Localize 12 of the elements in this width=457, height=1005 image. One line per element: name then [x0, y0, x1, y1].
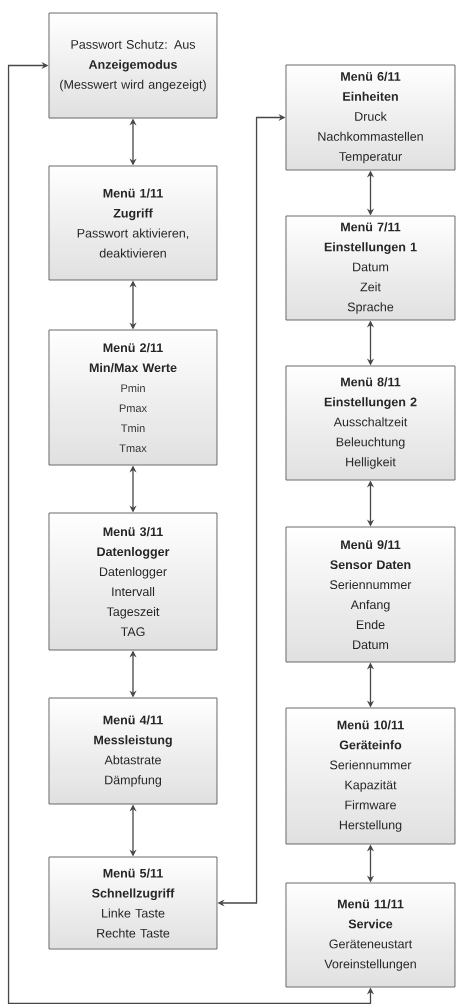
menu-box: Menü 3/11 Datenlogger Datenlogger Intervall Tageszeit TAG — [48, 512, 218, 651]
menu-box: Menü 1/11 Zugriff Passwort aktivieren, deaktivieren — [48, 165, 218, 281]
menu-box: Menü 8/11 Einstellungen 2 Ausschaltzeit Beleuchtung Helligkeit — [285, 365, 456, 481]
menu-box: Menü 5/11 Schnellzugriff Linke Taste Rechte Taste — [48, 856, 218, 950]
menu-box: Menü 4/11 Messleistung Abtastrate Dämpfung — [48, 697, 218, 805]
menu-box: Menü 6/11 Einheiten Druck Nachkommastellen Temperatur — [285, 64, 456, 171]
menu-box: Menü 9/11 Sensor Daten Seriennummer Anfang Ende Datum — [285, 526, 456, 663]
menu-box: Passwort Schutz: Aus Anzeigemodus (Messwert wird angezeigt) — [48, 12, 218, 119]
menu-box: Menü 10/11 Geräteinfo Seriennummer Kapazität Firmware Herstellung — [285, 707, 456, 845]
menu-box: Menü 7/11 Einstellungen 1 Datum Zeit Sprache — [285, 215, 456, 321]
menu-box: Menü 11/11 Service Geräteneustart Voreinstellungen — [285, 882, 456, 988]
menu-box: Menü 2/11 Min/Max Werte Pmin Pmax Tmin Tmax — [48, 329, 218, 466]
